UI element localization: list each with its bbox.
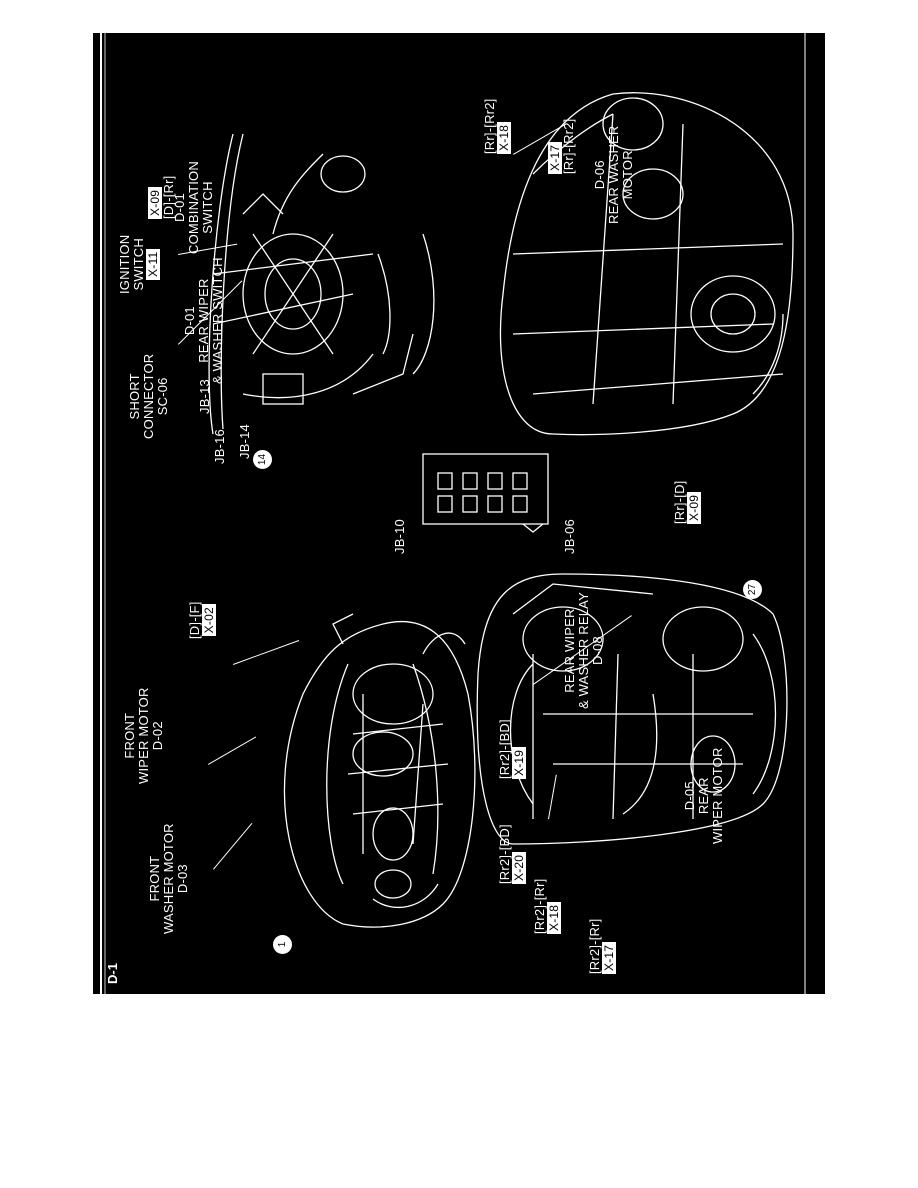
connector-x09-rear-label: [Rr]-[D] X-09 [672,480,702,524]
connector-x18-rear-label: [Rr]-[Rr2] X-18 [482,98,512,154]
rear-view-car [476,573,788,845]
dashboard-drawing [208,133,435,435]
jb13-label: JB-13 [197,379,212,414]
rear-wiper-motor-label: D-05 REAR WIPER MOTOR [682,747,726,844]
engine-bay-car [283,613,476,928]
rotated-canvas: D-1 [93,33,825,994]
front-wiper-motor-label: FRONT WIPER MOTOR D-02 [122,687,166,784]
ignition-switch-label: IGNITION SWITCH X-11 [117,234,161,294]
connector-x20-label: [Rr2]-[BD] X-20 [497,824,527,884]
diagram-sheet: D-1 [93,33,825,994]
rear-washer-motor-label: D-06 REAR WASHER MOTOR [592,125,636,224]
rear-wiper-switch-label: D-01 REAR WIPER & WASHER SWITCH [182,257,226,384]
ground-point-1: 1 [273,935,292,954]
connector-x17-rear-label: X-17 [Rr]-[Rr2] [548,118,577,174]
connector-x19-label: [Rr2]-[BD] X-19 [497,719,527,779]
rear-wiper-relay-label: REAR WIPER & WASHER RELAY D-08 [562,592,606,709]
front-washer-motor-label: FRONT WASHER MOTOR D-03 [147,823,191,934]
junction-block-drawing [422,453,549,533]
combination-switch-label: D-01 COMBINATION SWITCH [172,161,216,254]
ground-point-14: 14 [253,450,272,469]
jb06-label: JB-06 [562,519,577,554]
connector-x18-label: [Rr2]-[Rr] X-18 [532,878,562,934]
jb10-label: JB-10 [392,519,407,554]
short-connector-label: SHORT CONNECTOR SC-06 [127,353,171,439]
jb16-label: JB-16 [212,429,227,464]
ground-point-27: 27 [743,580,762,599]
connector-x02-label: [D]-[F] X-02 [187,601,217,639]
connector-x17-label: [Rr2]-[Rr] X-17 [587,918,617,974]
rear-side-car [499,92,794,436]
vehicle-illustrations [100,33,806,994]
jb14-label: JB-14 [237,424,252,459]
